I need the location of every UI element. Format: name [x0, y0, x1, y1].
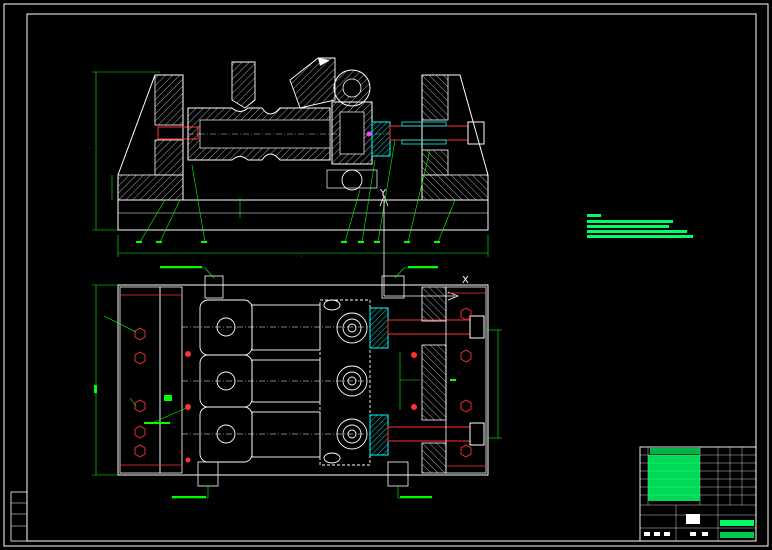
clamp-pad [371, 121, 391, 157]
top-view [92, 266, 502, 499]
y-axis-label: Y [379, 188, 387, 199]
technical-notes [587, 214, 693, 238]
svg-text:·: · [88, 146, 91, 152]
base-plate [117, 199, 489, 231]
clamp-screw [389, 125, 469, 141]
coordinate-axes: Y X [379, 188, 469, 301]
sheet-border [3, 3, 769, 547]
svg-text:·: · [300, 254, 303, 260]
title-block [639, 446, 757, 542]
front-view: · · [88, 57, 489, 260]
x-axis-label: X [462, 275, 469, 286]
